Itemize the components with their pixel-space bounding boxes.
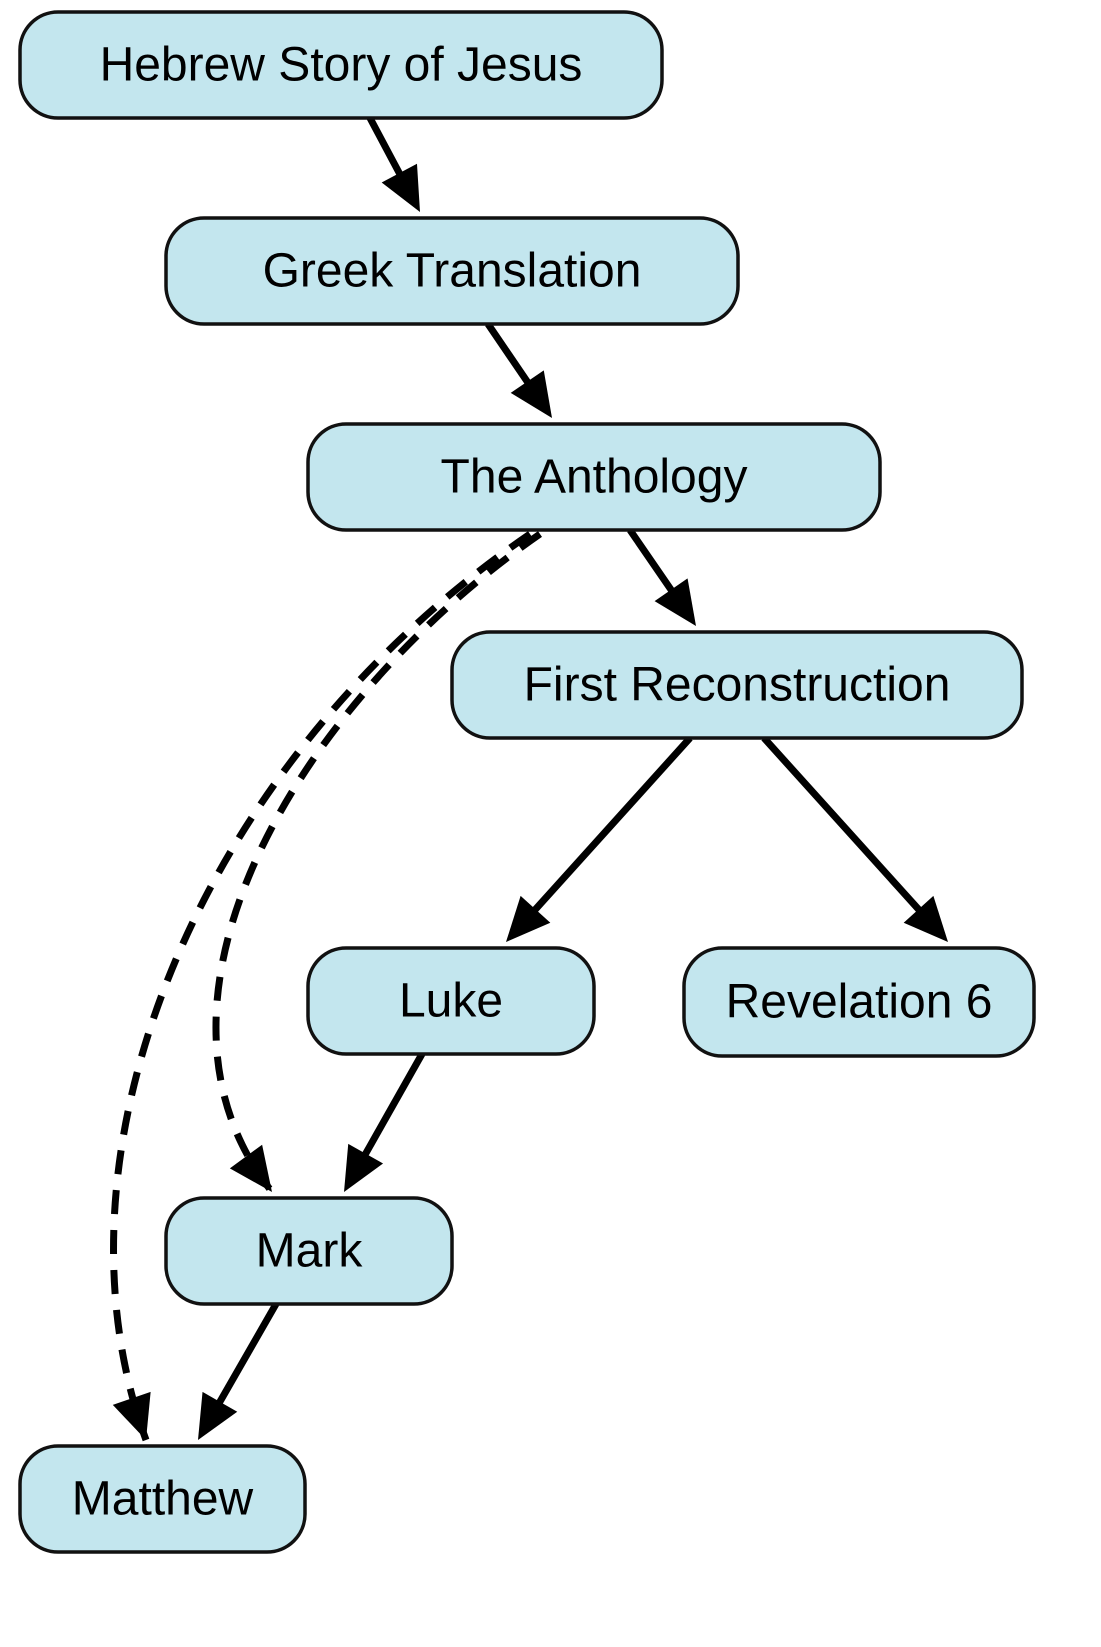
arrowhead-icon <box>506 895 551 942</box>
node-label: Mark <box>256 1225 364 1278</box>
edge-first-to-luke <box>506 735 693 942</box>
edge-line <box>527 735 693 918</box>
edges-layer <box>110 116 948 1442</box>
edge-hebrew-to-greek <box>366 116 420 212</box>
node-box <box>306 422 882 532</box>
node-box <box>164 1196 454 1306</box>
node-box <box>450 630 1024 740</box>
node-box <box>18 1444 307 1554</box>
arrowhead-icon <box>510 370 552 418</box>
arrowhead-icon <box>654 578 696 626</box>
node-label: Revelation 6 <box>726 976 993 1029</box>
edge-line <box>212 531 542 1195</box>
edge-first-to-rev <box>761 735 948 942</box>
node-first: First Reconstruction <box>450 630 1024 740</box>
edge-line <box>358 1052 426 1163</box>
edge-anthology-to-mark <box>212 531 542 1195</box>
edge-line <box>761 735 927 918</box>
node-label: Greek Translation <box>263 245 642 298</box>
node-label: Matthew <box>72 1473 254 1526</box>
edge-mark-to-matthew <box>198 1302 280 1440</box>
arrowhead-icon <box>903 895 948 942</box>
node-box <box>164 216 740 326</box>
edge-line <box>627 528 679 599</box>
node-hebrew: Hebrew Story of Jesus <box>18 10 664 120</box>
edge-line <box>110 531 532 1442</box>
node-greek: Greek Translation <box>164 216 740 326</box>
node-box <box>306 946 596 1056</box>
node-label: Hebrew Story of Jesus <box>100 39 583 92</box>
edge-line <box>366 116 407 182</box>
edge-luke-to-mark <box>344 1052 426 1192</box>
node-label: Luke <box>399 975 503 1028</box>
arrowhead-icon <box>229 1144 272 1192</box>
edge-line <box>485 322 535 391</box>
edge-anthology-to-first <box>627 528 696 626</box>
edge-line <box>212 1302 280 1411</box>
node-mark: Mark <box>164 1196 454 1306</box>
node-box <box>18 10 664 120</box>
node-matthew: Matthew <box>18 1444 307 1554</box>
arrowhead-icon <box>112 1391 151 1440</box>
arrowhead-icon <box>381 163 420 212</box>
edge-anthology-to-matthew <box>110 531 532 1442</box>
arrowhead-icon <box>344 1143 384 1192</box>
node-label: First Reconstruction <box>524 659 951 712</box>
arrowhead-icon <box>198 1391 238 1440</box>
edge-greek-to-anthology <box>485 322 552 418</box>
node-label: The Anthology <box>441 451 748 504</box>
node-rev: Revelation 6 <box>682 946 1036 1058</box>
node-luke: Luke <box>306 946 596 1056</box>
node-anthology: The Anthology <box>306 422 882 532</box>
node-box <box>682 946 1036 1058</box>
